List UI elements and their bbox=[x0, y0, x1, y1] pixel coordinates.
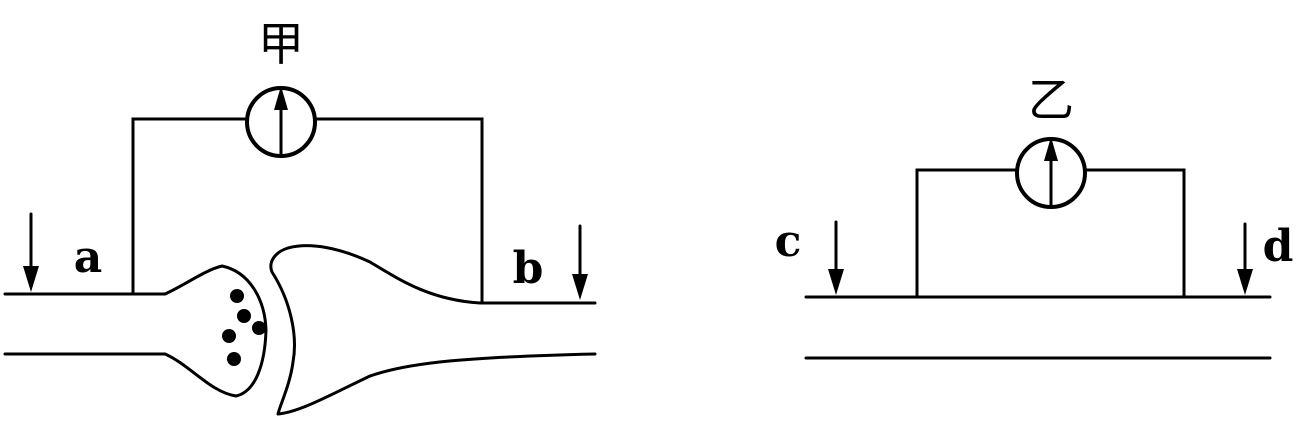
synaptic-vesicle bbox=[222, 329, 236, 343]
postsynaptic-neuron bbox=[269, 244, 597, 416]
synaptic-vesicle bbox=[252, 321, 266, 335]
meter-yi-needle-arrowhead bbox=[1044, 137, 1058, 161]
label-d: d bbox=[1263, 221, 1294, 272]
meter-jia-needle-arrowhead bbox=[274, 86, 288, 110]
label-b: b bbox=[513, 243, 544, 294]
stimulus-arrow-a-head bbox=[23, 266, 39, 292]
stimulus-arrow-c-head bbox=[828, 269, 844, 295]
label-c: c bbox=[775, 216, 802, 267]
synaptic-vesicle bbox=[230, 289, 244, 303]
label-yi: 乙 bbox=[1028, 73, 1074, 127]
meter-yi-wire bbox=[915, 168, 1186, 297]
left-synapse-setup: 甲 a b bbox=[3, 17, 597, 416]
label-a: a bbox=[74, 232, 103, 283]
right-nerve-fiber-setup: 乙 c d bbox=[775, 73, 1294, 360]
stimulus-arrow-b-head bbox=[572, 274, 588, 300]
stimulus-arrow-d-head bbox=[1237, 269, 1253, 295]
presynaptic-terminal bbox=[163, 264, 268, 398]
synaptic-vesicle bbox=[237, 309, 251, 323]
label-jia: 甲 bbox=[258, 17, 304, 71]
synaptic-vesicle bbox=[227, 352, 241, 366]
meter-jia-wire bbox=[131, 117, 484, 303]
